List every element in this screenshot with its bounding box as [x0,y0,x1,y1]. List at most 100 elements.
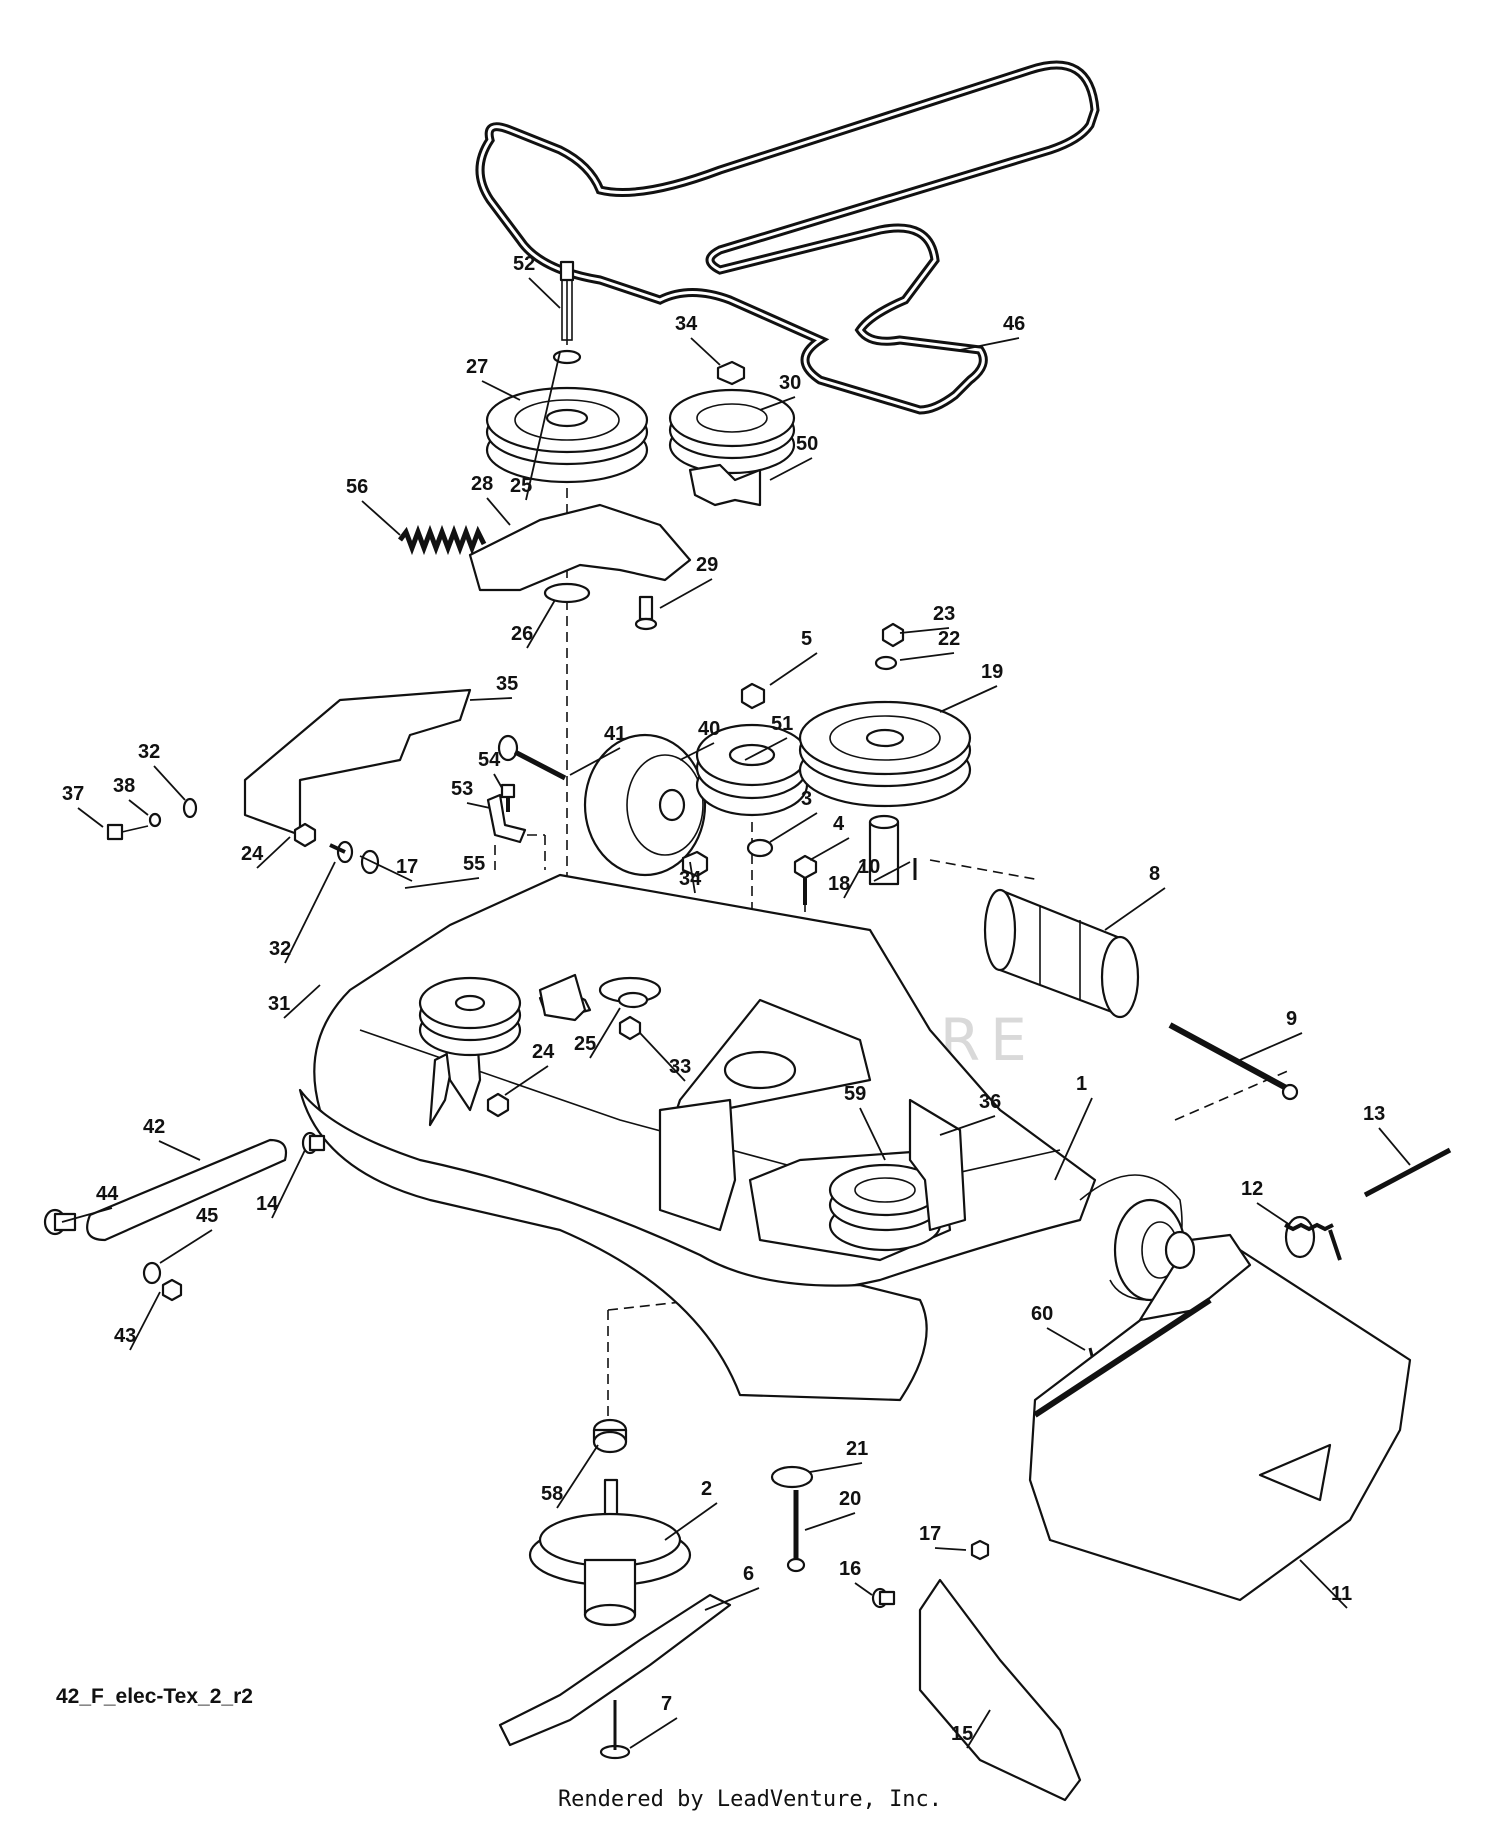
callout-25[interactable]: 25 [510,475,532,497]
callout-6[interactable]: 6 [743,1563,754,1585]
bolt-17-upper[interactable] [329,840,354,864]
nut-34-top[interactable] [716,360,746,386]
callout-17[interactable]: 17 [919,1523,941,1545]
washer-32-lower[interactable] [360,849,380,875]
callout-58[interactable]: 58 [541,1483,563,1505]
callout-25[interactable]: 25 [574,1033,596,1055]
callout-11[interactable]: 11 [1331,1583,1352,1605]
callout-40[interactable]: 40 [698,718,720,740]
callout-15[interactable]: 15 [951,1723,973,1745]
nut-24-upper[interactable] [293,822,317,848]
callout-32[interactable]: 32 [269,938,291,960]
callout-46[interactable]: 46 [1003,313,1025,335]
callout-13[interactable]: 13 [1363,1103,1385,1125]
callout-37[interactable]: 37 [62,783,84,805]
bracket-50[interactable] [688,463,762,507]
callout-41[interactable]: 41 [604,723,626,745]
callout-24[interactable]: 24 [532,1041,555,1063]
bearing-58[interactable] [592,1418,628,1454]
pin-44[interactable] [43,1208,77,1236]
pin-29[interactable] [634,595,658,631]
stud-14[interactable] [301,1131,326,1155]
nut-24-lower[interactable] [486,1092,510,1118]
bracket-deck[interactable] [538,973,587,1022]
callout-59[interactable]: 59 [844,1083,866,1105]
axle-9[interactable] [1168,1022,1299,1101]
pulley-51[interactable] [695,723,809,817]
callout-35[interactable]: 35 [496,673,518,695]
callout-27[interactable]: 27 [466,356,488,378]
lift-link-42[interactable] [86,1138,288,1242]
callout-7[interactable]: 7 [661,1693,672,1715]
callout-32[interactable]: 32 [138,741,160,763]
callout-34[interactable]: 34 [675,313,698,335]
blade-6[interactable] [498,1593,732,1747]
washer-26[interactable] [543,582,591,604]
washer-3[interactable] [746,838,774,858]
discharge-chute-11[interactable] [1028,1230,1412,1602]
nut-34-wheel[interactable] [681,850,709,878]
callout-1[interactable]: 1 [1076,1073,1087,1095]
callout-44[interactable]: 44 [96,1183,119,1205]
callout-45[interactable]: 45 [196,1205,218,1227]
callout-20[interactable]: 20 [839,1488,861,1510]
anti-scalp-wheel-40[interactable] [583,733,707,877]
spacer-18[interactable] [868,814,900,886]
callout-8[interactable]: 8 [1149,863,1160,885]
nut-33[interactable] [618,1015,642,1041]
idler-arm-28[interactable] [468,503,692,592]
washer-25-top[interactable] [552,349,582,365]
drive-belt[interactable] [475,60,1100,415]
callout-54[interactable]: 54 [478,749,501,771]
spindle-pulley-31[interactable] [418,976,522,1057]
callout-56[interactable]: 56 [346,476,368,498]
callout-2[interactable]: 2 [701,1478,712,1500]
callout-16[interactable]: 16 [839,1558,861,1580]
callout-51[interactable]: 51 [771,713,793,735]
callout-9[interactable]: 9 [1286,1008,1297,1030]
roller-8[interactable] [983,888,1140,1019]
callout-36[interactable]: 36 [979,1091,1001,1113]
callout-12[interactable]: 12 [1241,1178,1263,1200]
callout-30[interactable]: 30 [779,372,801,394]
callout-26[interactable]: 26 [511,623,533,645]
idler-pulley-27[interactable] [485,386,649,484]
pulley-30[interactable] [668,388,796,475]
bolt-20[interactable] [786,1490,806,1573]
callout-43[interactable]: 43 [114,1325,136,1347]
nut-23[interactable] [881,622,905,648]
bolt-52[interactable] [559,260,575,345]
washer-32-upper[interactable] [182,797,198,819]
callout-38[interactable]: 38 [113,775,135,797]
callout-14[interactable]: 14 [256,1193,279,1215]
lock-washer-38[interactable] [148,812,162,828]
spring-56[interactable] [398,524,487,556]
bolt-41[interactable] [497,734,567,781]
nut-5[interactable] [740,682,766,710]
bolt-54[interactable] [500,783,516,812]
callout-34[interactable]: 34 [679,868,702,890]
callout-5[interactable]: 5 [801,628,812,650]
callout-3[interactable]: 3 [801,788,812,810]
torsion-spring-12[interactable] [1284,1215,1342,1261]
nut-17-lower[interactable] [970,1539,990,1561]
bolt-37[interactable] [106,823,149,841]
washer-22[interactable] [874,655,898,671]
callout-21[interactable]: 21 [846,1438,868,1460]
callout-29[interactable]: 29 [696,554,718,576]
callout-22[interactable]: 22 [938,628,960,650]
callout-53[interactable]: 53 [451,778,473,800]
callout-23[interactable]: 23 [933,603,955,625]
nut-43[interactable] [161,1278,183,1302]
washer-25-deck[interactable] [617,991,649,1009]
callout-17[interactable]: 17 [396,856,418,878]
rod-13[interactable] [1363,1147,1452,1198]
baffle-15[interactable] [918,1578,1082,1802]
callout-52[interactable]: 52 [513,253,535,275]
callout-60[interactable]: 60 [1031,1303,1053,1325]
callout-28[interactable]: 28 [471,473,493,495]
bolt-4[interactable] [793,854,818,905]
blade-bolt-7[interactable] [599,1700,631,1760]
callout-55[interactable]: 55 [463,853,485,875]
callout-24[interactable]: 24 [241,843,264,865]
